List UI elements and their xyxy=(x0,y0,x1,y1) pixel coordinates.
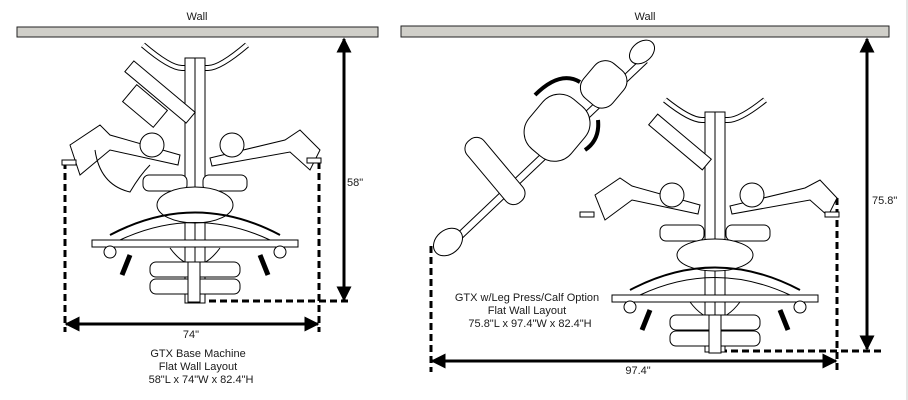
page-edge xyxy=(906,0,908,400)
left-width-label: 74" xyxy=(182,329,200,341)
left-caption-line-3: 58"L x 74"W x 82.4"H xyxy=(148,374,254,386)
left-caption-line-2: Flat Wall Layout xyxy=(158,361,238,373)
right-width-label: 97.4" xyxy=(625,365,651,377)
left-footprint-dashed xyxy=(63,162,352,332)
left-wall-label: Wall xyxy=(186,11,208,23)
left-caption-line-1: GTX Base Machine xyxy=(150,348,246,360)
right-caption-line-3: 75.8"L x 97.4"W x 82.4"H xyxy=(468,318,592,330)
right-wall-label: Wall xyxy=(634,11,656,23)
right-caption-line-1: GTX w/Leg Press/Calf Option xyxy=(454,292,600,304)
gtx-leg-press-drawing xyxy=(433,39,840,354)
right-wall xyxy=(400,25,890,38)
right-footprint-dashed xyxy=(429,198,884,372)
right-layout xyxy=(400,25,890,372)
left-layout xyxy=(16,26,379,332)
left-wall xyxy=(16,26,379,38)
right-caption-line-2: Flat Wall Layout xyxy=(487,305,567,317)
right-depth-label: 75.8" xyxy=(872,195,898,207)
gtx-base-machine-drawing xyxy=(61,42,322,304)
left-depth-label: 58" xyxy=(347,177,364,189)
